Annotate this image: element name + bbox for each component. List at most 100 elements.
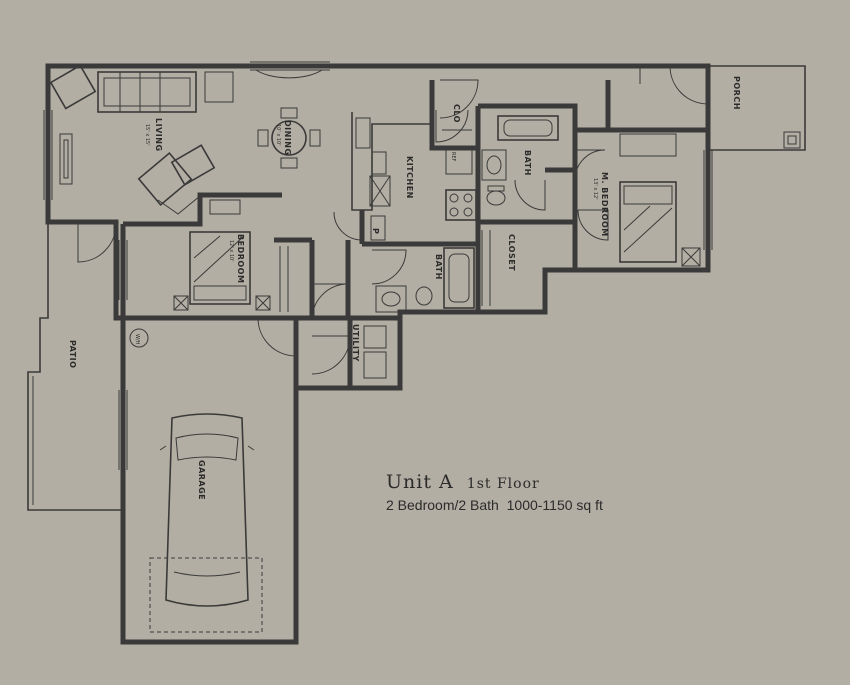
room-label-pantry: P — [371, 228, 380, 234]
door-swing — [257, 317, 297, 357]
room-dim-living: 15' x 15' — [144, 124, 150, 146]
armchair — [49, 64, 97, 110]
bathtub — [443, 247, 475, 309]
dresser — [619, 133, 677, 157]
dining-chair — [280, 107, 298, 119]
car — [165, 413, 249, 607]
toilet — [415, 286, 433, 306]
interior-wall — [123, 192, 282, 227]
room-label-patio: PATIO — [68, 340, 77, 368]
dryer — [363, 351, 387, 379]
nightstand — [255, 295, 271, 311]
room-label-living: LIVING — [154, 118, 163, 152]
burner — [449, 207, 459, 217]
pillows — [623, 185, 673, 205]
bed — [189, 231, 251, 305]
room-label-utility: UTILITY — [351, 324, 360, 362]
door-swing — [577, 209, 609, 241]
dishwasher-mark — [369, 175, 391, 207]
fireplace-hearth — [63, 139, 69, 179]
closet-rod — [279, 246, 289, 312]
room-label-dining: DINING — [283, 120, 292, 156]
room-label-bedroom: BEDROOM — [236, 234, 245, 283]
bay-window — [255, 69, 323, 79]
armchair — [137, 151, 193, 207]
bed-cover — [623, 205, 673, 253]
desk — [209, 199, 241, 215]
dining-table — [271, 120, 307, 156]
room-label-garage: GARAGE — [197, 460, 206, 500]
nightstand-mark — [173, 295, 189, 311]
door-swing — [435, 109, 469, 143]
water-heater-label: W/H — [134, 334, 140, 345]
bathtub-basin — [448, 253, 470, 303]
room-label-ref: REF — [450, 152, 456, 162]
door-swing — [311, 283, 349, 321]
window — [118, 240, 128, 300]
counter-top — [355, 117, 371, 149]
window — [703, 150, 713, 250]
door-swing — [333, 211, 363, 241]
window — [43, 110, 53, 200]
plan-subtitle: 2 Bedroom/2 Bath 1000-1150 sq ft — [386, 497, 603, 513]
door-swing — [77, 223, 117, 263]
interior-wall — [429, 80, 480, 151]
interior-wall — [478, 103, 578, 173]
washer — [363, 325, 387, 349]
room-label-clo: CLO — [452, 104, 461, 123]
end-table — [204, 71, 234, 103]
sofa-seams — [119, 72, 161, 112]
dishwasher — [369, 175, 391, 207]
vanity — [375, 285, 407, 313]
nightstand-mark — [255, 295, 271, 311]
toilet — [486, 190, 506, 206]
room-label-master-bedroom: M. BEDROOM — [600, 172, 609, 237]
sofa — [97, 71, 197, 113]
burner — [463, 193, 473, 203]
room-dim-bedroom: 12' x 10' — [228, 240, 234, 262]
dining-chair — [257, 129, 269, 147]
patio-outline — [27, 222, 123, 511]
nightstand — [173, 295, 189, 311]
car-windshield — [175, 433, 239, 461]
room-label-closet: CLOSET — [507, 234, 516, 271]
toilet-tank — [487, 185, 505, 192]
door-swing — [371, 249, 407, 285]
garage-storage-area — [149, 557, 263, 633]
armchair — [170, 144, 216, 186]
dining-chair — [309, 129, 321, 147]
fireplace — [59, 133, 73, 185]
room-label-kitchen: KITCHEN — [405, 156, 414, 199]
plan-title-floor: 1st Floor — [466, 476, 540, 492]
car-mirror — [159, 445, 255, 451]
plan-title-unit: Unit A — [386, 471, 454, 493]
bed — [619, 181, 677, 263]
bathtub — [497, 115, 559, 141]
dining-chair — [280, 157, 298, 169]
sofa-cushion — [103, 77, 191, 107]
side-table — [157, 195, 201, 215]
kitchen-counter — [351, 112, 432, 211]
range — [445, 189, 477, 221]
vanity — [481, 149, 507, 181]
room-dim-dining: 10' x 10' — [275, 124, 281, 146]
door-swing — [574, 149, 606, 181]
closet-rod — [481, 230, 491, 306]
pantry — [370, 215, 386, 241]
plan-title: Unit A 1st Floor — [386, 471, 540, 493]
porch-column — [783, 131, 801, 149]
window — [250, 61, 330, 71]
car-rear-window — [173, 571, 241, 577]
sink — [486, 155, 502, 175]
door-swing — [669, 65, 709, 105]
door-swing — [311, 335, 351, 375]
refrigerator — [445, 145, 473, 175]
bed-cover — [193, 235, 245, 283]
room-label-porch: PORCH — [732, 76, 741, 110]
pillows — [193, 285, 247, 301]
room-dim-master-bedroom: 13' x 12' — [592, 178, 598, 200]
room-label-bath-2: BATH — [434, 254, 443, 280]
water-heater — [129, 328, 149, 348]
